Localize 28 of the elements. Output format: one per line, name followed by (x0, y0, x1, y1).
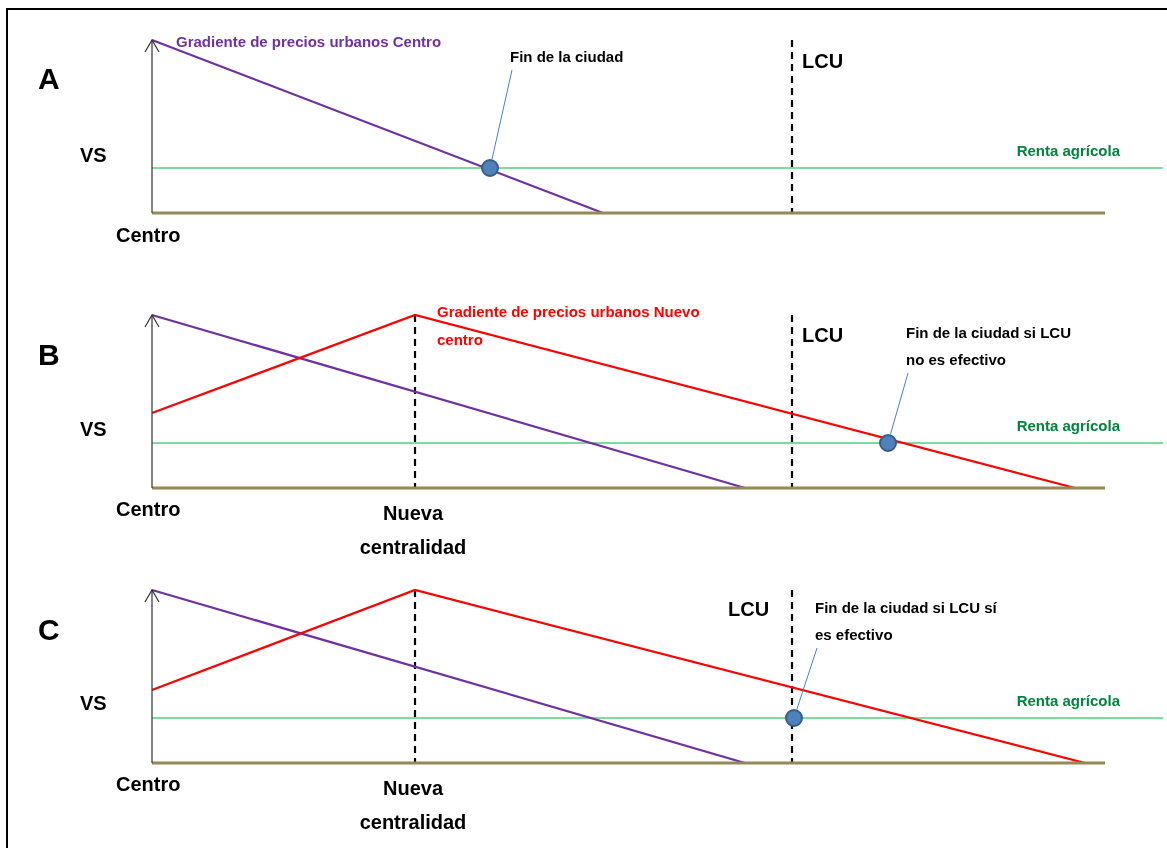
callout-text: Fin de la ciudad si LCU sí es efectivo (815, 594, 1015, 648)
leader-line (491, 69, 513, 160)
axis-label: Nueva centralidad (358, 501, 468, 560)
axis-label: VS (80, 692, 107, 715)
callout-text: Fin de la ciudad si LCU no es efectivo (906, 319, 1086, 373)
curve-label: Gradiente de precios urbanos Centro (176, 32, 443, 52)
axis-label: VS (80, 144, 107, 167)
leader-line (889, 372, 909, 435)
panel-letter: A (38, 62, 60, 96)
line-label: Renta agrícola (1016, 142, 1120, 159)
axis-label: VS (80, 418, 107, 441)
point-marker (785, 709, 803, 727)
axis-label: LCU (728, 598, 770, 621)
panel-letter: B (38, 338, 60, 372)
curve-label: Gradiente de precios urbanos Nuevo centro (437, 302, 701, 350)
axis-label: Centro (116, 224, 181, 247)
axis-label: Nueva centralidad (358, 776, 468, 835)
point-marker (879, 434, 897, 452)
line-label: Renta agrícola (1016, 692, 1120, 709)
line-label: Renta agrícola (1016, 417, 1120, 434)
panel-letter: C (38, 613, 60, 647)
axis-label: Centro (116, 498, 181, 521)
axis-label: Centro (116, 773, 181, 796)
point-marker (481, 159, 499, 177)
leader-line (796, 647, 818, 710)
callout-text: Fin de la ciudad (510, 44, 710, 70)
axis-label: LCU (802, 50, 844, 73)
axis-label: LCU (802, 324, 844, 347)
